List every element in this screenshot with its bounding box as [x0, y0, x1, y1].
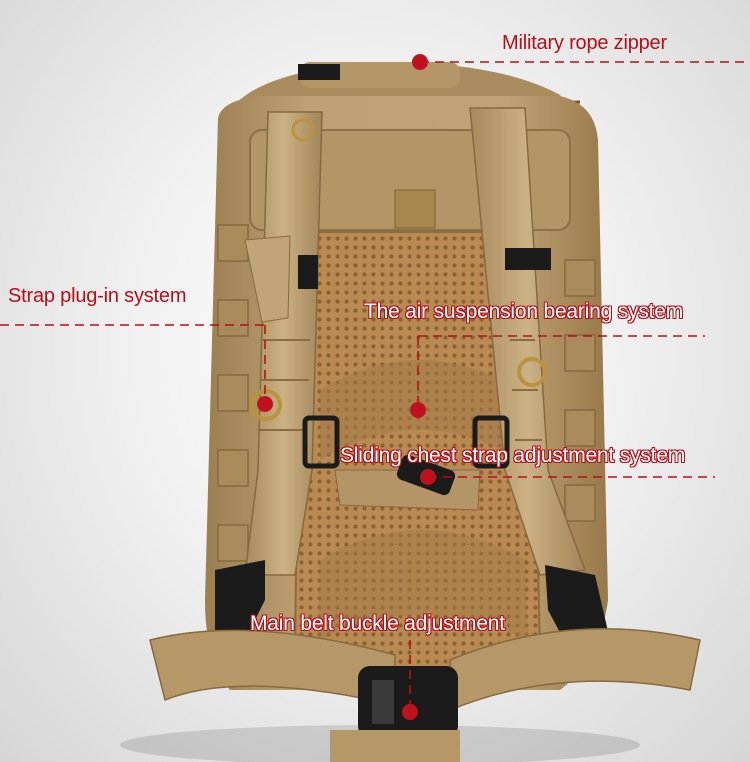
hip-belt-right [449, 628, 701, 712]
callout-air-suspension: The air suspension bearing system [364, 300, 684, 323]
chest-slider-right [472, 415, 510, 469]
mesh-contour-lower [318, 530, 528, 640]
marker-chest [420, 469, 436, 485]
strap-adjuster-top-left [298, 255, 318, 289]
top-buckle [298, 64, 340, 80]
buckle-lower-left [215, 560, 265, 640]
chest-slider-left [302, 415, 340, 469]
left-strap-tail [244, 235, 291, 323]
d-ring-left [250, 389, 282, 421]
callout-military-rope-zipper: Military rope zipper [502, 32, 667, 54]
d-ring-right [517, 357, 547, 387]
hip-belt-webbing [330, 730, 460, 762]
callout-chest-strap-adjustment: Sliding chest strap adjustment system [340, 444, 686, 467]
marker-air [410, 402, 426, 418]
strap-ladder [258, 339, 542, 441]
molle-webbing [217, 224, 596, 562]
marker-belt [402, 704, 418, 720]
callout-strap-plug-in-system: Strap plug-in system [8, 285, 187, 307]
strap-adjuster-top-right [505, 248, 551, 270]
callout-main-belt-buckle: Main belt buckle adjustment [250, 612, 505, 635]
pocket-tab [394, 189, 436, 229]
d-ring-top [291, 118, 315, 142]
marker-zipper [412, 54, 428, 70]
hip-buckle-slot [372, 680, 394, 724]
right-shoulder-strap [469, 107, 587, 576]
marker-strap [257, 396, 273, 412]
